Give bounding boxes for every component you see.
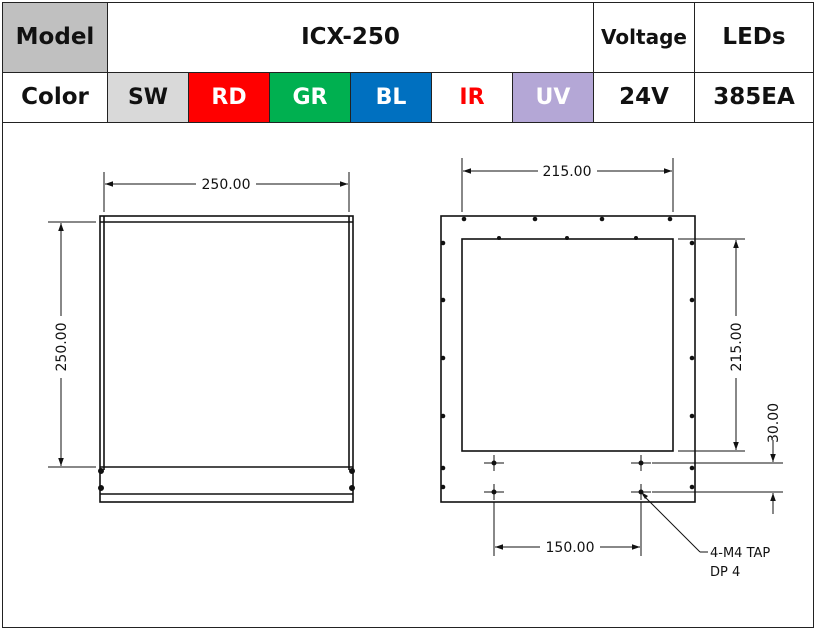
tap-note-line1: 4-M4 TAP: [710, 546, 770, 561]
color-ir: IR: [431, 71, 513, 124]
color-label: Color: [2, 71, 108, 124]
voltage-value: 24V: [593, 71, 695, 124]
color-rd: RD: [188, 71, 270, 124]
color-sw: SW: [107, 71, 189, 124]
spec-table: Model ICX-250 Voltage LEDs Color SW RD G…: [2, 2, 814, 124]
drawing-frame: [2, 123, 814, 628]
front-height-label: 215.00: [729, 323, 745, 372]
front-extension-lines: [461, 158, 783, 556]
front-width-dimension: 215.00: [463, 164, 672, 180]
side-width-label: 250.00: [202, 177, 251, 193]
side-height-label: 250.00: [54, 323, 70, 372]
tap-leader: 4-M4 TAP DP 4: [641, 492, 770, 580]
tap-spacing-label: 150.00: [546, 540, 595, 556]
color-gr: GR: [269, 71, 351, 124]
tap-note-line2: DP 4: [710, 565, 740, 580]
front-view-window: [461, 238, 674, 452]
front-view: [440, 215, 696, 503]
front-view-taps: [484, 455, 651, 500]
leds-label: LEDs: [694, 2, 814, 73]
model-label: Model: [2, 2, 108, 73]
front-view-outline: [440, 215, 696, 503]
front-width-label: 215.00: [543, 164, 592, 180]
side-width-dimension: 250.00: [105, 177, 348, 193]
front-view-screws: [440, 216, 695, 490]
voltage-label: Voltage: [593, 2, 695, 73]
tap-offset-dimension: 30.00: [766, 403, 782, 514]
leds-value: 385EA: [694, 71, 814, 124]
side-height-dimension: 250.00: [54, 223, 70, 466]
side-view-outline: [99, 215, 354, 503]
color-bl: BL: [350, 71, 432, 124]
tap-spacing-dimension: 150.00: [495, 540, 640, 556]
side-view: [48, 172, 355, 503]
front-height-dimension: 215.00: [729, 240, 745, 450]
tap-offset-label: 30.00: [766, 403, 782, 443]
